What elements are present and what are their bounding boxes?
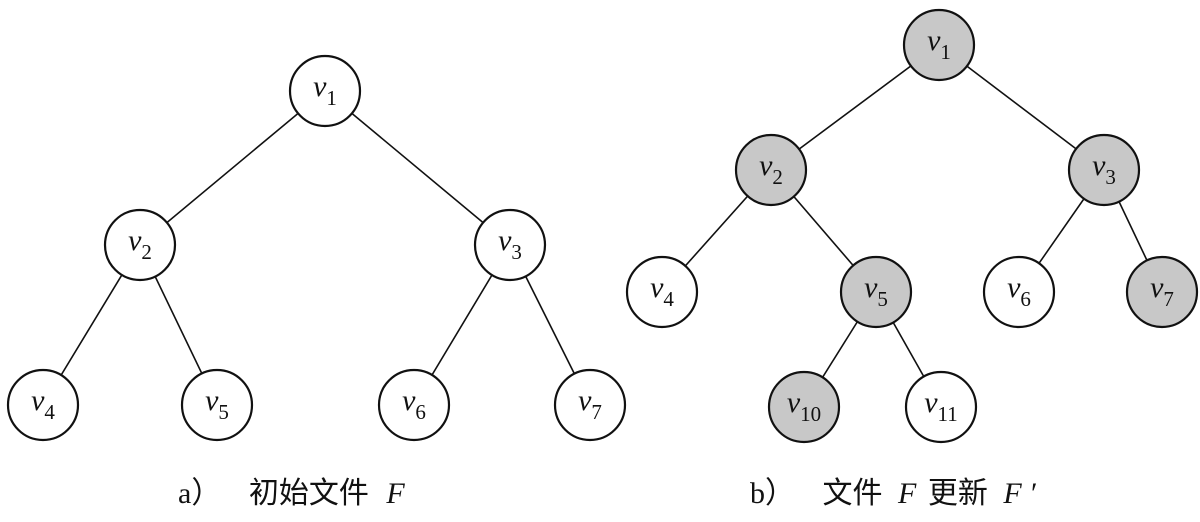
node-circle-b10 [767,370,841,444]
node-circle-b3 [1067,133,1141,207]
node-label-b11: v11 [924,386,958,426]
node-label-base: v [1150,271,1164,304]
caption-a-var: F [385,477,405,510]
node-label-b3: v3 [1092,149,1116,189]
node-a1: v1 [288,54,362,128]
node-label-a6: v6 [402,384,426,424]
node-circle-a3 [473,208,547,282]
node-label-a2: v2 [128,224,152,264]
node-label-b6: v6 [1007,271,1031,311]
node-label-base: v [759,149,773,182]
node-circle-b11 [904,370,978,444]
node-circle-a4 [6,368,80,442]
node-label-base: v [927,24,941,57]
node-circle-a6 [377,368,451,442]
node-label-b1: v1 [927,24,951,64]
node-label-base: v [1092,149,1106,182]
node-a7: v7 [553,368,627,442]
node-b11: v11 [904,370,978,444]
caption-a-text: 初始文件 [249,477,369,510]
node-label-subscript: 10 [800,402,821,426]
node-label-subscript: 2 [141,240,152,264]
node-label-a1: v1 [313,70,337,110]
node-a5: v5 [180,368,254,442]
node-a6: v6 [377,368,451,442]
node-label-a4: v4 [31,384,55,424]
node-label-subscript: 6 [415,400,426,424]
node-label-subscript: 4 [44,400,55,424]
caption-b-prefix: b） [750,477,795,510]
node-circle-a7 [553,368,627,442]
node-b1: v1 [902,8,976,82]
node-label-subscript: 1 [326,86,337,110]
node-a3: v3 [473,208,547,282]
node-circle-a2 [103,208,177,282]
node-label-a5: v5 [205,384,229,424]
node-label-base: v [31,384,45,417]
node-label-base: v [128,224,142,257]
node-label-subscript: 7 [591,400,602,424]
node-b10: v10 [767,370,841,444]
caption-b-text: 文件 [823,477,883,510]
node-b6: v6 [982,255,1056,329]
node-label-a3: v3 [498,224,522,264]
node-label-b10: v10 [787,386,821,426]
caption-b-var2: F ′ [1002,477,1036,510]
edge-a1-a2 [139,90,326,246]
node-label-subscript: 5 [218,400,229,424]
node-label-b5: v5 [864,271,888,311]
node-label-subscript: 1 [940,40,951,64]
node-label-subscript: 7 [1163,287,1174,311]
node-label-base: v [650,271,664,304]
node-label-base: v [205,384,219,417]
caption-b: b） 文件 F 更新 F ′ [750,477,1036,510]
node-b4: v4 [625,255,699,329]
edge-a1-a3 [324,90,511,246]
caption-b-mid: 更新 [928,477,988,510]
node-label-subscript: 11 [938,402,958,426]
node-circle-a5 [180,368,254,442]
node-b3: v3 [1067,133,1141,207]
node-label-b4: v4 [650,271,674,311]
node-b7: v7 [1125,255,1199,329]
node-b2: v2 [734,133,808,207]
node-label-base: v [864,271,878,304]
caption-a-prefix: a） [178,477,221,510]
node-label-subscript: 5 [877,287,888,311]
node-label-base: v [498,224,512,257]
node-label-subscript: 3 [511,240,522,264]
node-label-base: v [402,384,416,417]
node-label-subscript: 2 [772,165,783,189]
node-a4: v4 [6,368,80,442]
node-circle-b4 [625,255,699,329]
node-label-base: v [1007,271,1021,304]
node-circle-b5 [839,255,913,329]
edges-layer [42,44,1163,408]
node-circle-b2 [734,133,808,207]
node-circle-b6 [982,255,1056,329]
node-circle-b1 [902,8,976,82]
node-circle-b7 [1125,255,1199,329]
node-a2: v2 [103,208,177,282]
node-label-base: v [787,386,801,419]
caption-a: a） 初始文件 F [178,477,405,510]
node-label-subscript: 3 [1105,165,1116,189]
node-b5: v5 [839,255,913,329]
node-label-a7: v7 [578,384,602,424]
node-label-base: v [578,384,592,417]
node-label-b7: v7 [1150,271,1174,311]
node-label-base: v [924,386,938,419]
node-label-subscript: 4 [663,287,674,311]
node-label-base: v [313,70,327,103]
node-label-subscript: 6 [1020,287,1031,311]
caption-b-var: F [897,477,917,510]
node-label-b2: v2 [759,149,783,189]
node-circle-a1 [288,54,362,128]
